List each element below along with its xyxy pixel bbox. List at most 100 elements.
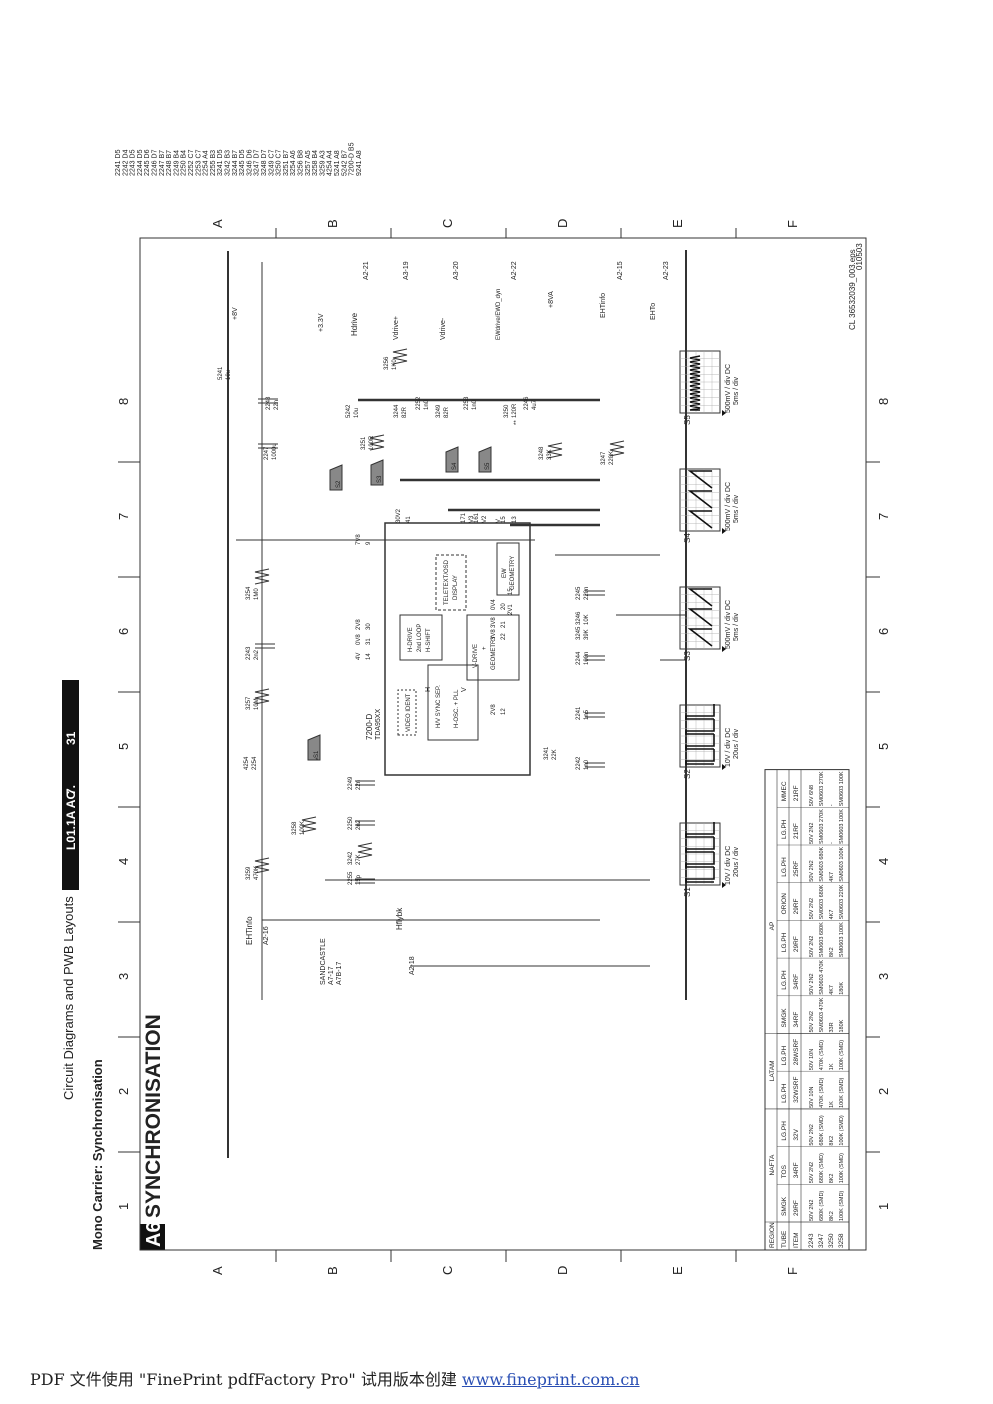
- component-label: 3257: [246, 696, 252, 710]
- table-cell: -: [829, 842, 835, 844]
- diagram-code-box: [140, 1224, 165, 1250]
- schematic-label: GEOMETRY: [510, 556, 516, 590]
- component-label: 5242: [346, 404, 352, 418]
- ref-index-entry: 3242 B3: [225, 150, 232, 176]
- grid-row-label-right: B: [325, 219, 340, 228]
- component-label: 3250: [504, 404, 510, 418]
- component-label: 2241: [576, 706, 582, 720]
- ref-index-entry: 3244 B7: [232, 150, 239, 176]
- schematic-label: A7-17: [328, 966, 335, 985]
- ic-pin-label: 31: [366, 638, 372, 645]
- schematic-label: SANDCASTLE: [320, 938, 327, 985]
- component-label: 2n2: [254, 649, 260, 660]
- schematic-label: +8VA: [548, 291, 555, 308]
- table-region-name: LATAM: [769, 1060, 776, 1081]
- grid-col-label-bottom: 3: [876, 973, 891, 980]
- ic-pin-label: 0V4: [491, 599, 497, 610]
- grid-col-label-top: 7: [116, 513, 131, 520]
- table-item: 21RF: [793, 785, 800, 801]
- ref-index-entry: 2241 D5: [115, 149, 122, 176]
- ref-index-entry: 3248 D7: [261, 149, 268, 176]
- scope-trigger-marker: [722, 646, 726, 652]
- schematic-label: H: [425, 687, 432, 692]
- ic-pin-label: 15: [508, 588, 514, 595]
- table-cell: 50V 2N2: [809, 1124, 815, 1145]
- table-border: [764, 769, 850, 1251]
- ic-pin-label: 21: [501, 621, 507, 628]
- grid-col-label-bottom: 8: [876, 398, 891, 405]
- grid-col-label-bottom: 1: [876, 1203, 891, 1210]
- ic-7200d-body: [384, 522, 531, 776]
- ic-pin-label: 0V8: [356, 634, 362, 645]
- ic-block-videoident: [397, 689, 417, 736]
- table-tube: LG.PH: [781, 1121, 788, 1141]
- grid-col-label-top: 2: [116, 1088, 131, 1095]
- probe-label: S3: [377, 475, 383, 483]
- component-label: 3259: [246, 866, 252, 880]
- table-cell: SM0603 470K: [819, 960, 825, 995]
- schematic-label: V-DRIVE: [473, 644, 479, 668]
- table-cell: -: [829, 804, 835, 806]
- table-cell: 50V 2N2: [809, 823, 815, 844]
- ref-index-entry: 5241 A8: [334, 150, 341, 176]
- table-cell: SM0603 100K: [839, 771, 845, 806]
- footer-text: PDF 文件使用 "FinePrint pdfFactory Pro" 试用版本…: [30, 1370, 462, 1389]
- table-cell: 1K: [829, 1063, 835, 1070]
- header-section: 7.: [64, 785, 78, 795]
- table-cell: 470K (SMD): [819, 1040, 825, 1070]
- schematic-label: H-SHIFT: [426, 628, 432, 652]
- schematic-label: A2-18: [409, 956, 416, 975]
- scope-id: S3: [683, 651, 692, 661]
- scope-scale: 500mV / div DC: [725, 482, 732, 531]
- component-label: *: [316, 757, 322, 760]
- pdf-footer: PDF 文件使用 "FinePrint pdfFactory Pro" 试用版本…: [30, 1366, 640, 1390]
- table-tube: LG.PH: [781, 1083, 788, 1103]
- schematic-label: V: [461, 687, 468, 692]
- table-cell: 470K (SMD): [819, 1077, 825, 1107]
- table-cell: 680K (SMD): [819, 1115, 825, 1145]
- table-item: 29RF: [793, 898, 800, 914]
- component-label: 10M: [254, 698, 260, 710]
- component-label: 3247: [601, 451, 607, 465]
- table-tube: SMGK: [781, 1008, 788, 1028]
- ic-pin-label: 171: [461, 512, 467, 523]
- probe-flag-s1: [307, 734, 321, 761]
- rotated-page: Circuit Diagrams and PWB Layouts L01.1A …: [61, 142, 891, 1275]
- component-label: 2n2: [356, 819, 362, 830]
- ic-block-vdrive: [466, 614, 520, 681]
- ref-index-entry: 2255 B3: [210, 150, 217, 176]
- table-cell: SM0603 100K: [839, 847, 845, 882]
- component-label: 2246: [524, 396, 530, 410]
- component-label: 3248: [539, 446, 545, 460]
- scope-time: 5ms / div: [733, 376, 740, 405]
- schematic-label: H-DRIVE: [408, 627, 414, 652]
- table-item: 32V: [793, 1128, 800, 1140]
- table-item: 34RF: [793, 1012, 800, 1028]
- resistor-3251: [369, 434, 385, 451]
- schematic-label: A2-22: [511, 261, 518, 280]
- ref-index-entry: 3258 B4: [312, 150, 319, 176]
- resistor-3242: [357, 842, 373, 859]
- table-cell: SM0603 220K: [839, 884, 845, 919]
- schematic-label: +: [482, 646, 488, 650]
- table-cell: 50V 2N2: [809, 1011, 815, 1032]
- schematic-label: TDA95XX: [375, 709, 382, 740]
- scope-id: S1: [683, 887, 692, 897]
- table-cell: 8K2: [829, 1136, 835, 1146]
- table-tube: MMEC: [781, 781, 788, 801]
- header-model-box: [62, 680, 79, 890]
- table-cell: 180K: [839, 982, 845, 995]
- table-cell: 50V 6N8: [809, 785, 815, 806]
- footer-link[interactable]: www.fineprint.com.cn: [461, 1370, 640, 1389]
- table-row-label: REGION: [769, 1222, 776, 1248]
- component-label: 470K: [254, 866, 260, 880]
- ic-pin-label: 15: [501, 516, 507, 523]
- grid-row-label-left: D: [555, 1266, 570, 1275]
- table-cell: 4K7: [829, 985, 835, 995]
